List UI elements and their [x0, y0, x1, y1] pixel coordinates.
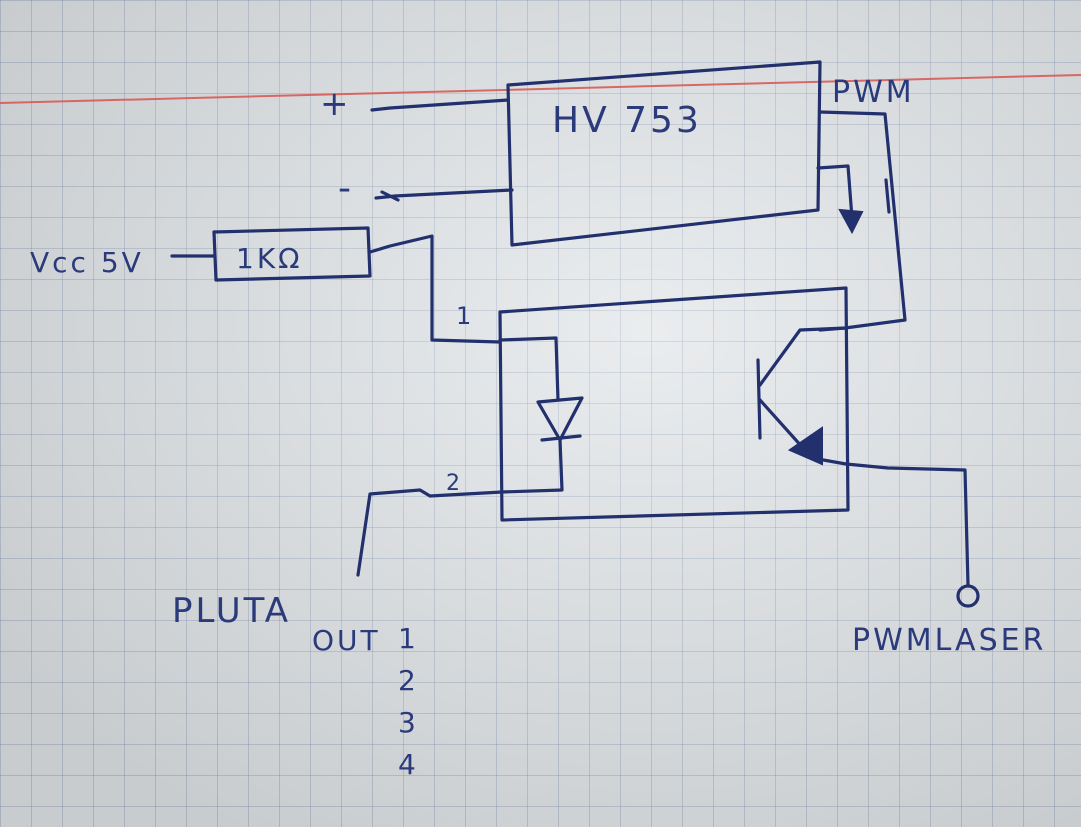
pin1-label: 1	[456, 302, 474, 330]
led-cathode-bar	[540, 434, 582, 442]
pwmlaser-terminal-icon	[956, 584, 980, 608]
optocoupler-box	[498, 286, 850, 522]
resistor-label: 1KΩ	[236, 242, 303, 275]
ground-arrow-icon	[838, 208, 864, 235]
pwmlaser-label: PWMLASER	[852, 623, 1046, 658]
out-label: OUT	[312, 624, 381, 657]
pwmlaser-wire	[844, 462, 970, 587]
plus-wire	[370, 98, 510, 112]
pwm-wire-tick	[884, 178, 891, 214]
led-diode-icon	[536, 396, 584, 442]
resistor-symbol	[212, 226, 372, 282]
pin2-label: 2	[446, 471, 463, 496]
pin2-to-pluta-wire	[356, 488, 504, 577]
transistor-emitter-arrow-icon	[787, 426, 823, 466]
minus-wire	[374, 188, 514, 200]
pwm-label: PWM	[832, 75, 915, 110]
pluta-label: PLUTA	[172, 591, 291, 631]
out-number: 2	[398, 664, 419, 697]
led-cathode-wire	[500, 438, 564, 494]
resistor-to-pin1-wire	[368, 234, 502, 344]
minus-wire-hook	[380, 190, 400, 202]
transistor-collector	[758, 326, 848, 387]
out-number: 1	[398, 622, 419, 655]
ic-label: HV 753	[552, 100, 702, 141]
pwm-wire	[818, 110, 907, 332]
led-anode-wire	[498, 336, 560, 402]
out-number: 3	[398, 706, 419, 739]
plus-terminal-label: +	[320, 84, 352, 124]
margin-line	[0, 74, 1081, 104]
out-number: 4	[398, 748, 419, 781]
ground-wire	[816, 164, 854, 220]
vcc-label: Vcc 5V	[30, 246, 144, 279]
minus-terminal-label: -	[338, 168, 354, 209]
